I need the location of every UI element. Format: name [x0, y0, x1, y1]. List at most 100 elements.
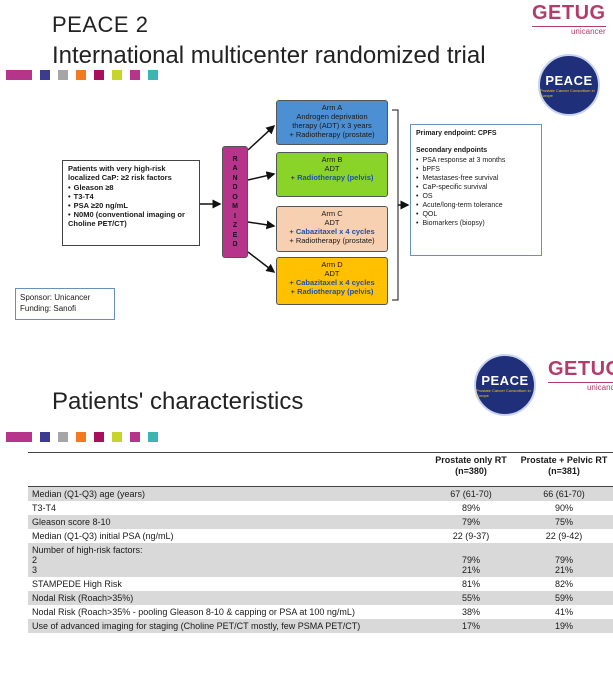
peace-logo: PEACE Prostate Cancer Consortium in Euro… — [474, 354, 536, 416]
row-label: Nodal Risk (Roach>35% - pooling Gleason … — [32, 607, 355, 617]
table-row: Median (Q1-Q3) age (years) 67 (61-70) 66… — [28, 486, 613, 501]
table-row: STAMPEDE High Risk 81% 82% — [28, 577, 613, 591]
flow-arrows — [200, 109, 410, 301]
randomized-letter: A — [232, 165, 238, 172]
col1-title: Prostate only RT — [435, 455, 507, 465]
randomized-letter: D — [232, 184, 238, 191]
row-value-col1: 79% — [461, 517, 480, 527]
arm-b-line2-highlight: Radiotherapy (pelvis) — [297, 173, 374, 182]
arrow-to-arm-c — [247, 220, 276, 230]
col2-n: (n=381) — [548, 466, 580, 476]
table-row: T3-T4 89% 90% — [28, 501, 613, 515]
table-header-col2: Prostate + Pelvic RT(n=381) — [515, 453, 613, 487]
arm-b-line2-prefix: + — [290, 173, 298, 182]
row-label: Median (Q1-Q3) initial PSA (ng/mL) — [32, 531, 174, 541]
patients-table: Prostate only RT(n=380) Prostate + Pelvi… — [28, 452, 613, 633]
table-row: Gleason score 8-10 79% 75% — [28, 515, 613, 529]
arm-d-line3-highlight: Radiotherapy (pelvis) — [297, 287, 374, 296]
row-value-col2: 75% — [554, 517, 573, 527]
sponsor-text: Sponsor: Unicancer — [20, 293, 91, 302]
row-value-col1: 79%21% — [427, 543, 515, 577]
row-label: STAMPEDE High Risk — [32, 579, 122, 589]
primary-endpoint: Primary endpoint: CPFS — [416, 130, 497, 137]
arm-c-box: Arm C ADT + Cabazitaxel x 4 cycles + Rad… — [276, 206, 388, 252]
arm-b-name: Arm B — [321, 155, 343, 164]
getug-logo: GETUG unicancer — [532, 2, 606, 36]
row-value-col1: 38% — [461, 607, 480, 617]
arm-c-line2: + Cabazitaxel x 4 cycles — [279, 227, 385, 236]
patients-box: Patients with very high-risk localized C… — [62, 160, 200, 246]
randomized-letter: I — [234, 212, 236, 220]
color-strip-square — [112, 70, 122, 80]
row-label-text: Number of high-risk factors: — [32, 545, 143, 555]
arm-c-line2-prefix: + — [289, 227, 296, 236]
endpoints-box: Primary endpoint: CPFS Secondary endpoin… — [410, 124, 542, 256]
color-strip-square — [112, 432, 122, 442]
color-strip-square — [76, 70, 86, 80]
row-value-col2: 66 (61-70) — [543, 489, 585, 499]
table-row: Use of advanced imaging for staging (Cho… — [28, 619, 613, 633]
row-value-col1: 55% — [461, 593, 480, 603]
arm-d-name: Arm D — [321, 260, 343, 269]
color-strip-square — [58, 70, 68, 80]
row-label: Nodal Risk (Roach>35%) — [32, 593, 134, 603]
color-strip-square — [94, 70, 104, 80]
arm-d-line2: + Cabazitaxel x 4 cycles — [279, 278, 385, 287]
arm-d-line3-prefix: + — [290, 287, 298, 296]
row-subvalue: 21% — [554, 565, 573, 575]
getug-logo: GETUG unicancer — [548, 358, 613, 392]
arm-c-line2-highlight: Cabazitaxel x 4 cycles — [295, 227, 375, 236]
arm-a-line2: therapy (ADT) x 3 years — [292, 121, 372, 130]
table-row: Nodal Risk (Roach>35%) 55% 59% — [28, 591, 613, 605]
arm-a-box: Arm A Androgen deprivation therapy (ADT)… — [276, 100, 388, 145]
row-value-col1: 89% — [461, 503, 480, 513]
sponsor-box: Sponsor: Unicancer Funding: Sanofi — [15, 288, 115, 320]
arm-c-line1: ADT — [324, 218, 340, 227]
color-strip-square — [40, 432, 50, 442]
color-strip — [6, 432, 166, 442]
secondary-endpoint-list: PSA response at 3 months bPFS Metastases… — [416, 156, 536, 228]
row-value-col2: 22 (9-42) — [545, 531, 583, 541]
randomized-letter: O — [232, 193, 238, 201]
arm-c-name: Arm C — [321, 209, 343, 218]
color-strip-square — [130, 70, 140, 80]
table-row: Median (Q1-Q3) initial PSA (ng/mL) 22 (9… — [28, 529, 613, 543]
color-strip-square — [130, 432, 140, 442]
color-strip-square — [6, 70, 32, 80]
row-value-col2: 19% — [554, 621, 573, 631]
color-strip — [6, 70, 166, 80]
secondary-endpoints-title: Secondary endpoints — [416, 147, 488, 154]
randomized-box: R A N D O M I Z E D — [222, 146, 248, 258]
color-strip-square — [6, 432, 32, 442]
row-sublabel: 2 — [32, 555, 38, 565]
secondary-endpoint-item: Acute/long-term tolerance — [416, 201, 536, 210]
arm-c-line3: + Radiotherapy (prostate) — [289, 236, 375, 245]
risk-factor-item: Gleason ≥8 — [68, 183, 194, 192]
getug-logo-subtitle: unicancer — [548, 382, 613, 392]
table-header-col1: Prostate only RT(n=380) — [427, 453, 515, 487]
arrow-to-arm-b — [247, 171, 276, 181]
col2-title: Prostate + Pelvic RT — [520, 455, 608, 465]
risk-factor-item: T3-T4 — [68, 192, 194, 201]
risk-factor-list: Gleason ≥8 T3-T4 PSA ≥20 ng/mL N0M0 (con… — [68, 183, 194, 228]
row-value-col2: 79%21% — [515, 543, 613, 577]
color-strip-square — [148, 70, 158, 80]
secondary-endpoint-item: bPFS — [416, 165, 536, 174]
row-label: Use of advanced imaging for staging (Cho… — [32, 621, 361, 631]
getug-logo-subtitle: unicancer — [532, 26, 606, 36]
secondary-endpoint-item: PSA response at 3 months — [416, 156, 536, 165]
table-header-row: Prostate only RT(n=380) Prostate + Pelvi… — [28, 452, 613, 487]
arm-a-line1: Androgen deprivation — [296, 112, 368, 121]
randomized-letter: M — [232, 203, 238, 210]
table-header-label — [28, 453, 427, 487]
row-subvalue: 79% — [461, 555, 480, 565]
row-label: T3-T4 — [32, 503, 57, 513]
row-label: Median (Q1-Q3) age (years) — [32, 489, 146, 499]
arm-b-line1: ADT — [324, 164, 340, 173]
arm-a-name: Arm A — [321, 103, 343, 112]
row-value-col2: 41% — [554, 607, 573, 617]
secondary-endpoint-item: Biomarkers (biopsy) — [416, 219, 536, 228]
col1-n: (n=380) — [455, 466, 487, 476]
